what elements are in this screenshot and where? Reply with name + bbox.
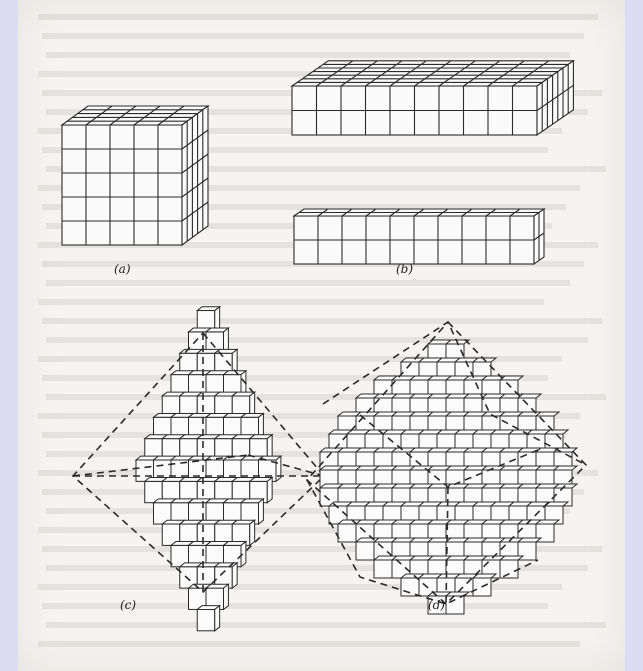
caption-b: (b) (396, 262, 413, 276)
crystal-figure (18, 0, 625, 671)
scanned-page: (a) (b) (c) (d) (18, 0, 625, 671)
caption-a: (a) (114, 262, 131, 276)
slab-b (292, 61, 573, 135)
octahedron-c (136, 307, 281, 631)
cube-a (62, 106, 208, 245)
caption-d: (d) (428, 598, 445, 612)
bar-b (294, 209, 544, 264)
caption-c: (c) (120, 598, 136, 612)
